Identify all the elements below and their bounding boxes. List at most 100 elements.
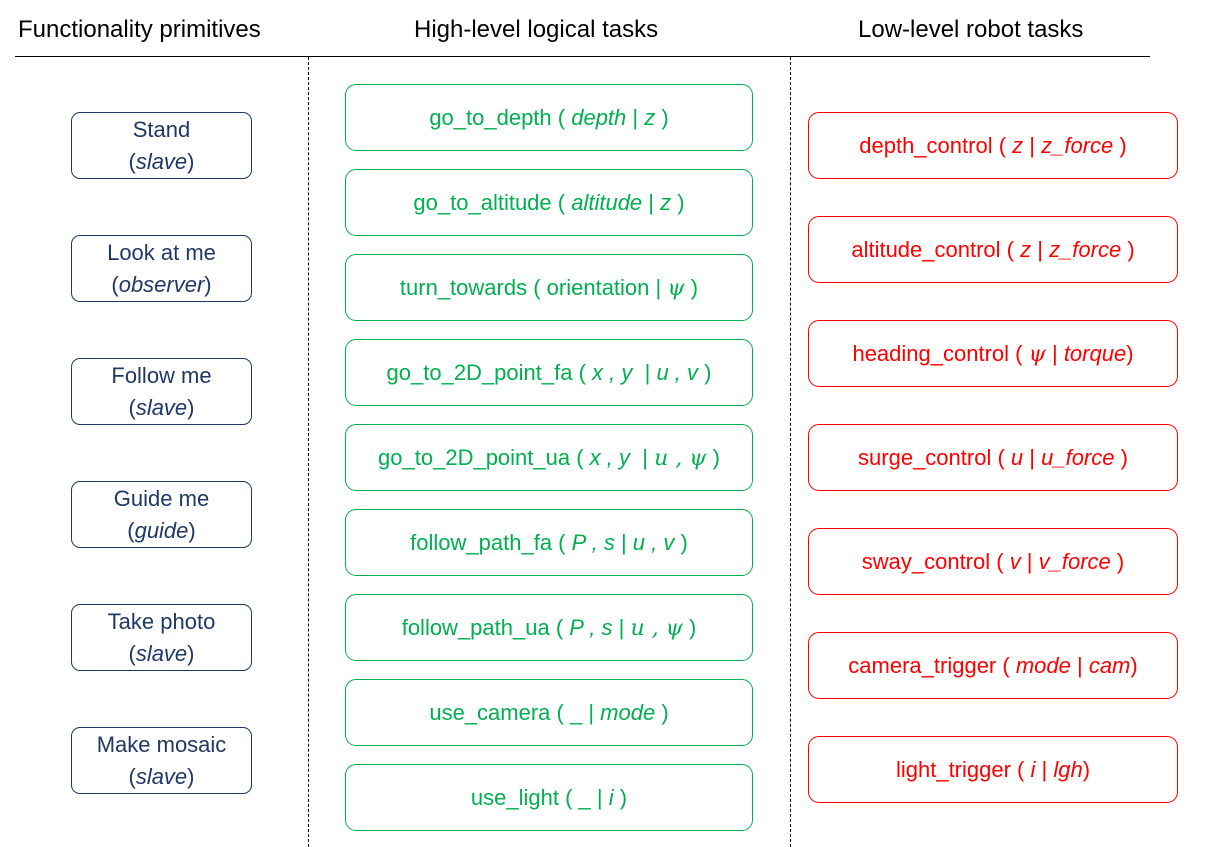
primitive-name: Make mosaic bbox=[96, 731, 227, 757]
primitive-role: (slave) bbox=[128, 394, 195, 420]
robot-task-inputs: v bbox=[1009, 548, 1021, 574]
robot-task-signature: camera_trigger ( mode | cam) bbox=[848, 652, 1138, 678]
task-inputs: P , s bbox=[569, 614, 613, 640]
task-outputs: i bbox=[608, 784, 614, 810]
robot-task-sway-control: sway_control ( v | v_force ) bbox=[808, 528, 1178, 595]
primitive-follow-me: Follow me (slave) bbox=[71, 358, 252, 425]
task-outputs: mode bbox=[600, 699, 656, 725]
header-high-level-tasks: High-level logical tasks bbox=[414, 16, 659, 43]
primitive-role: (observer) bbox=[111, 271, 212, 297]
task-outputs: u , v bbox=[632, 529, 675, 555]
header-functionality-primitives: Functionality primitives bbox=[18, 16, 261, 43]
robot-task-outputs: u_force bbox=[1041, 444, 1115, 470]
task-name: use_light bbox=[470, 784, 559, 810]
robot-task-name: depth_control bbox=[859, 132, 993, 158]
task-name: go_to_2D_point_fa bbox=[386, 359, 573, 385]
task-name: go_to_altitude bbox=[413, 189, 552, 215]
robot-task-inputs: mode bbox=[1015, 652, 1071, 678]
task-outputs: z bbox=[660, 189, 672, 215]
task-inputs: altitude bbox=[571, 189, 643, 215]
task-signature: go_to_altitude ( altitude | z ) bbox=[413, 189, 685, 215]
task-signature: go_to_2D_point_fa ( x , y | u , v ) bbox=[386, 359, 712, 385]
task-name: follow_path_ua bbox=[401, 614, 550, 640]
task-inputs: orientation bbox=[546, 274, 650, 300]
primitive-guide-me: Guide me (guide) bbox=[71, 481, 252, 548]
primitive-name: Stand bbox=[132, 116, 191, 142]
primitive-role-value: slave bbox=[135, 640, 188, 666]
robot-task-inputs: u bbox=[1010, 444, 1024, 470]
task-inputs: P , s bbox=[571, 529, 615, 555]
robot-task-outputs: z_force bbox=[1041, 132, 1114, 158]
robot-task-outputs: lgh bbox=[1053, 756, 1083, 782]
task-name: turn_towards bbox=[399, 274, 528, 300]
robot-task-name: heading_control bbox=[852, 340, 1010, 366]
task-inputs: _ bbox=[569, 699, 583, 725]
robot-task-signature: depth_control ( z | z_force ) bbox=[859, 132, 1127, 158]
primitive-role: (slave) bbox=[128, 763, 195, 789]
task-signature: go_to_2D_point_ua ( x , y | u , ψ ) bbox=[378, 444, 720, 471]
task-name: use_camera bbox=[429, 699, 551, 725]
task-go-to-altitude: go_to_altitude ( altitude | z ) bbox=[345, 169, 753, 236]
task-signature: use_camera ( _ | mode ) bbox=[429, 699, 669, 725]
task-inputs: x , y bbox=[589, 444, 631, 470]
task-inputs: x , y bbox=[592, 359, 633, 385]
primitive-role-value: slave bbox=[135, 763, 188, 789]
primitive-make-mosaic: Make mosaic (slave) bbox=[71, 727, 252, 794]
task-turn-towards: turn_towards ( orientation | ψ ) bbox=[345, 254, 753, 321]
robot-task-inputs: z bbox=[1012, 132, 1024, 158]
task-signature: go_to_depth ( depth | z ) bbox=[429, 104, 669, 130]
robot-task-signature: light_trigger ( i | lgh) bbox=[895, 756, 1091, 782]
robot-task-signature: sway_control ( v | v_force ) bbox=[861, 548, 1125, 574]
robot-task-name: surge_control bbox=[858, 444, 992, 470]
primitive-role: (slave) bbox=[128, 148, 195, 174]
robot-task-signature: heading_control ( ψ | torque) bbox=[852, 340, 1134, 367]
primitive-stand: Stand (slave) bbox=[71, 112, 252, 179]
task-follow-path-ua: follow_path_ua ( P , s | u , ψ ) bbox=[345, 594, 753, 661]
task-go-to-depth: go_to_depth ( depth | z ) bbox=[345, 84, 753, 151]
robot-task-camera-trigger: camera_trigger ( mode | cam) bbox=[808, 632, 1178, 699]
primitive-name: Take photo bbox=[107, 608, 216, 634]
primitive-role-value: observer bbox=[118, 271, 205, 297]
robot-task-outputs: v_force bbox=[1038, 548, 1111, 574]
task-inputs: depth bbox=[571, 104, 627, 130]
task-outputs: u , ψ bbox=[654, 445, 707, 471]
robot-task-inputs: z bbox=[1020, 236, 1032, 262]
task-name: follow_path_fa bbox=[410, 529, 553, 555]
robot-task-light-trigger: light_trigger ( i | lgh) bbox=[808, 736, 1178, 803]
primitive-role-value: slave bbox=[135, 394, 188, 420]
header-low-level-tasks: Low-level robot tasks bbox=[858, 16, 1084, 43]
task-go-to-2d-point-ua: go_to_2D_point_ua ( x , y | u , ψ ) bbox=[345, 424, 753, 491]
robot-task-outputs: z_force bbox=[1049, 236, 1122, 262]
primitive-role: (guide) bbox=[127, 517, 196, 543]
task-signature: follow_path_ua ( P , s | u , ψ ) bbox=[401, 614, 697, 641]
column-divider-right bbox=[790, 57, 791, 847]
task-follow-path-fa: follow_path_fa ( P , s | u , v ) bbox=[345, 509, 753, 576]
primitive-role: (slave) bbox=[128, 640, 195, 666]
task-outputs: z bbox=[644, 104, 656, 130]
robot-task-inputs: i bbox=[1030, 756, 1036, 782]
task-use-camera: use_camera ( _ | mode ) bbox=[345, 679, 753, 746]
robot-task-name: sway_control bbox=[861, 548, 991, 574]
primitive-role-value: slave bbox=[135, 148, 188, 174]
task-inputs: _ bbox=[578, 784, 591, 810]
task-signature: use_light ( _ | i ) bbox=[470, 784, 628, 810]
robot-task-signature: altitude_control ( z | z_force ) bbox=[851, 236, 1135, 262]
robot-task-inputs: ψ bbox=[1028, 341, 1046, 367]
column-divider-left bbox=[308, 57, 309, 847]
robot-task-outputs: cam bbox=[1088, 652, 1131, 678]
task-signature: turn_towards ( orientation | ψ ) bbox=[399, 274, 699, 301]
task-name: go_to_2D_point_ua bbox=[378, 444, 571, 470]
robot-task-heading-control: heading_control ( ψ | torque) bbox=[808, 320, 1178, 387]
robot-task-surge-control: surge_control ( u | u_force ) bbox=[808, 424, 1178, 491]
robot-task-depth-control: depth_control ( z | z_force ) bbox=[808, 112, 1178, 179]
header-divider bbox=[15, 56, 1150, 57]
robot-task-outputs: torque bbox=[1063, 340, 1127, 366]
task-outputs: u , v bbox=[656, 359, 699, 385]
task-name: go_to_depth bbox=[429, 104, 552, 130]
robot-task-name: camera_trigger bbox=[848, 652, 997, 678]
task-outputs: ψ bbox=[667, 275, 685, 301]
robot-task-signature: surge_control ( u | u_force ) bbox=[858, 444, 1128, 470]
robot-task-name: altitude_control bbox=[851, 236, 1001, 262]
primitive-take-photo: Take photo (slave) bbox=[71, 604, 252, 671]
task-use-light: use_light ( _ | i ) bbox=[345, 764, 753, 831]
